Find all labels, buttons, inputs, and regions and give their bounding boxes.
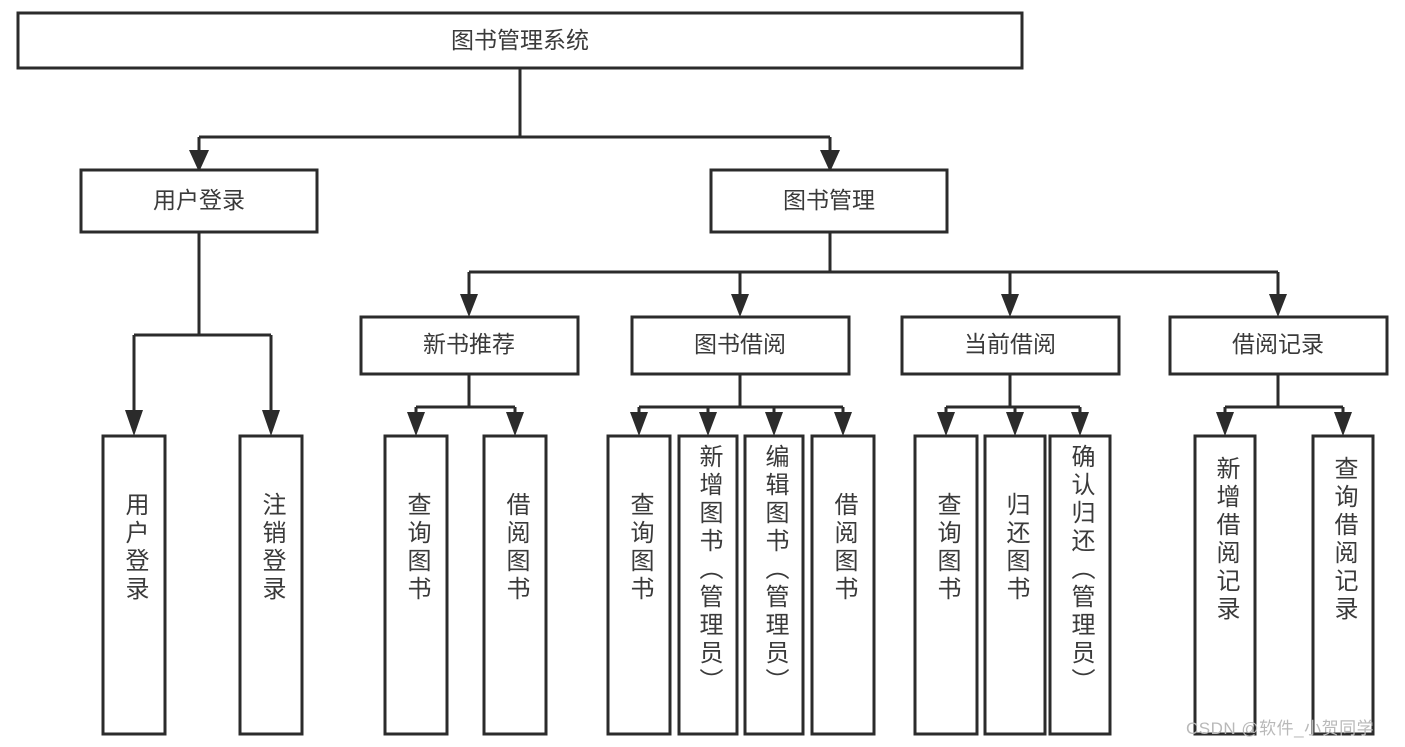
node-book-borrow-label: 图书借阅 <box>694 331 786 357</box>
node-borrow-record-box[interactable] <box>1168 315 1389 376</box>
node-box-layer: 图书管理系统 用户登录 图书管理 新书推荐 图书借阅 当前借阅 借阅记录 <box>16 11 1389 736</box>
arrow-head-leaf-user-login <box>125 410 143 436</box>
leaf-edit-book-admin-box[interactable] <box>743 434 805 736</box>
leaf-confirm-return-admin-box[interactable] <box>1048 434 1112 736</box>
leaf-query-borrow-record-box[interactable] <box>1311 434 1375 736</box>
arrow-head-leaf-query-book-current <box>937 412 955 436</box>
arrow-head-leaf-query-borrow-record <box>1334 412 1352 436</box>
arrow-head-leaf-query-book-borrow <box>630 412 648 436</box>
arrow-head-user-login <box>189 150 209 172</box>
leaf-borrow-book-recommend-box[interactable] <box>482 434 548 736</box>
arrow-head-leaf-borrow-book-recommend <box>506 412 524 436</box>
arrow-head-leaf-add-borrow-record <box>1216 412 1234 436</box>
node-user-login-label: 用户登录 <box>153 187 245 213</box>
arrow-head-book-borrow <box>731 294 749 317</box>
leaf-add-borrow-record-box[interactable] <box>1193 434 1257 736</box>
arrow-head-leaf-user-logout <box>262 410 280 436</box>
csdn-watermark: CSDN @软件_小贺同学 <box>1186 719 1375 738</box>
leaf-query-book-current-box[interactable] <box>913 434 979 736</box>
leaf-borrow-book-box[interactable] <box>810 434 876 736</box>
leaf-user-logout-box[interactable] <box>238 434 304 736</box>
arrow-head-book-management <box>820 150 840 172</box>
node-book-borrow-box[interactable] <box>630 315 851 376</box>
arrow-head-leaf-edit-book-admin <box>765 412 783 436</box>
arrow-head-leaf-borrow-book <box>834 412 852 436</box>
node-root-label: 图书管理系统 <box>451 27 589 53</box>
arrow-head-leaf-query-book-recommend <box>407 412 425 436</box>
node-user-login-box[interactable] <box>79 168 319 234</box>
node-current-borrow-label: 当前借阅 <box>964 331 1056 357</box>
arrow-head-current-borrow <box>1001 294 1019 317</box>
leaf-return-book-box[interactable] <box>983 434 1047 736</box>
node-new-book-recommend-label: 新书推荐 <box>423 331 515 357</box>
node-current-borrow-box[interactable] <box>900 315 1121 376</box>
node-borrow-record-label: 借阅记录 <box>1232 331 1324 357</box>
arrow-head-borrow-record <box>1269 294 1287 317</box>
connector-layer <box>125 68 1352 436</box>
leaf-add-book-admin-box[interactable] <box>677 434 739 736</box>
node-book-management-label: 图书管理 <box>783 187 875 213</box>
node-book-management-box[interactable] <box>709 168 949 234</box>
arrow-head-leaf-return-book <box>1006 412 1024 436</box>
arrow-head-leaf-add-book-admin <box>699 412 717 436</box>
leaf-query-book-recommend-box[interactable] <box>383 434 449 736</box>
arrow-head-leaf-confirm-return-admin <box>1071 412 1089 436</box>
node-root-box[interactable] <box>16 11 1024 70</box>
leaf-query-book-borrow-box[interactable] <box>606 434 672 736</box>
arrow-head-new-book-recommend <box>460 294 478 317</box>
node-new-book-recommend-box[interactable] <box>359 315 580 376</box>
leaf-user-login-box[interactable] <box>101 434 167 736</box>
